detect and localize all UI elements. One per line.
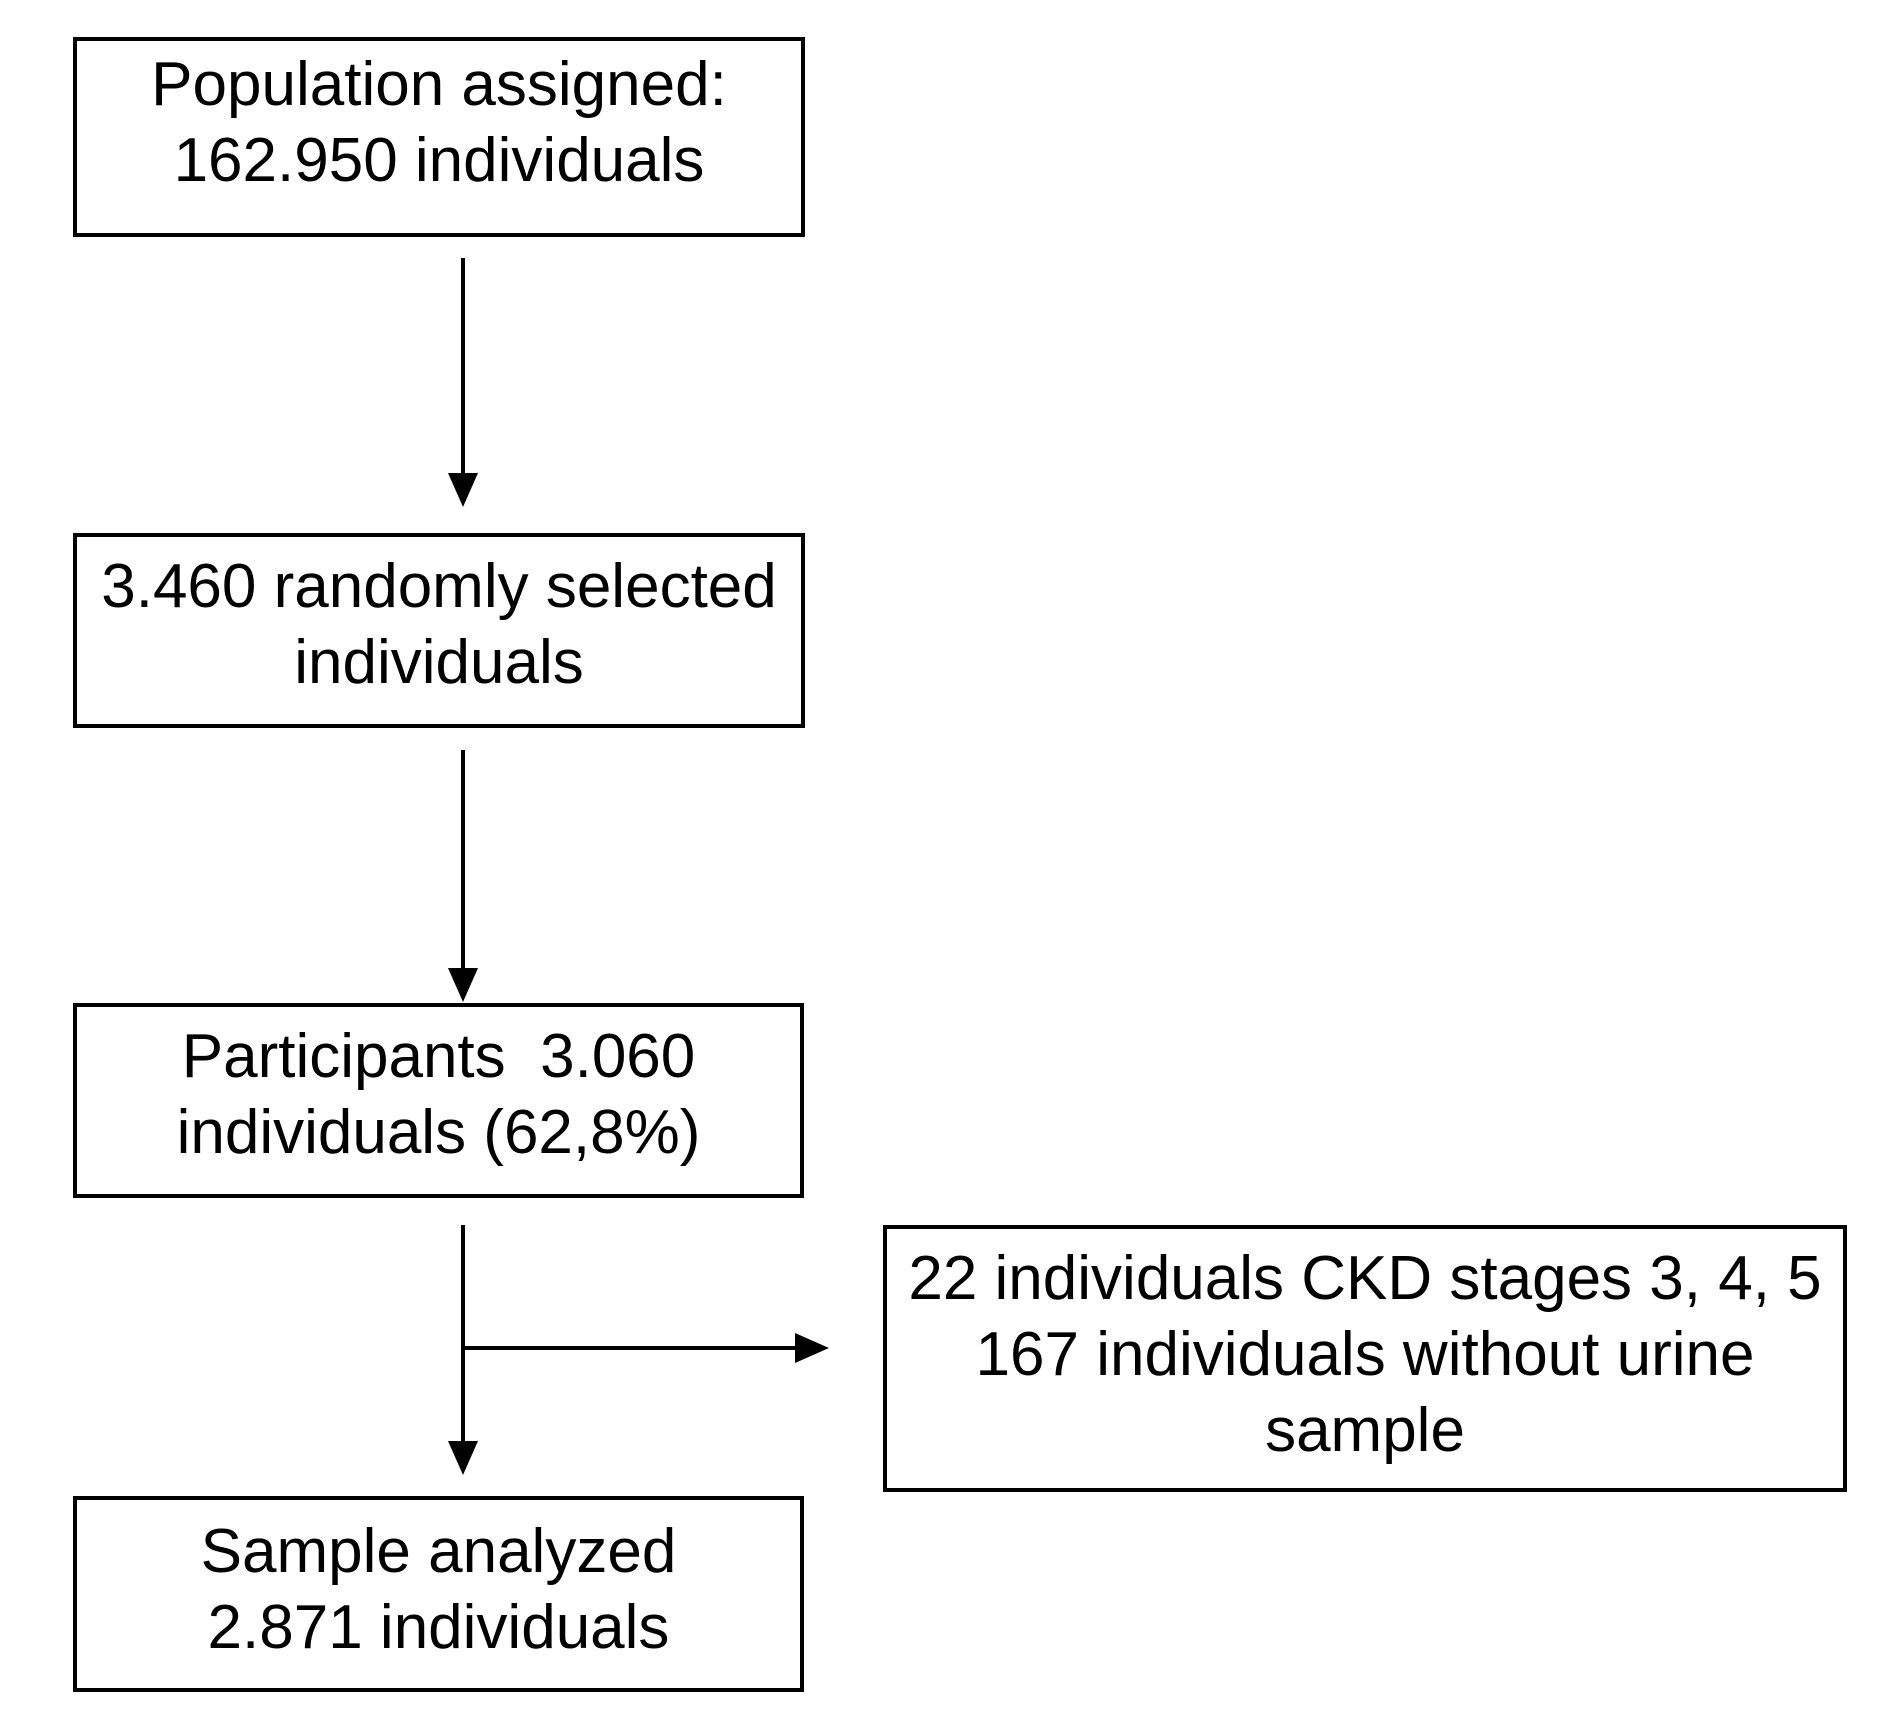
node-population-assigned: Population assigned: 162.950 individuals — [73, 37, 805, 237]
node-participants: Participants 3.060 individuals (62,8%) — [73, 1003, 804, 1198]
arrow-participants-to-excluded-head — [795, 1333, 829, 1363]
arrow-selected-to-participants-head — [448, 968, 478, 1002]
arrow-population-to-selected-head — [448, 473, 478, 507]
node-participants-label: Participants 3.060 individuals (62,8%) — [176, 1022, 701, 1167]
node-sample-analyzed-label: Sample analyzed 2.871 individuals — [200, 1517, 677, 1662]
node-excluded: 22 individuals CKD stages 3, 4, 5 167 in… — [883, 1225, 1847, 1492]
node-excluded-label: 22 individuals CKD stages 3, 4, 5 167 in… — [908, 1244, 1822, 1465]
arrow-participants-to-analyzed-head — [448, 1441, 478, 1475]
node-population-assigned-label: Population assigned: 162.950 individuals — [151, 50, 727, 195]
node-sample-analyzed: Sample analyzed 2.871 individuals — [73, 1496, 804, 1692]
node-randomly-selected: 3.460 randomly selected individuals — [73, 533, 805, 728]
node-randomly-selected-label: 3.460 randomly selected individuals — [101, 552, 777, 697]
